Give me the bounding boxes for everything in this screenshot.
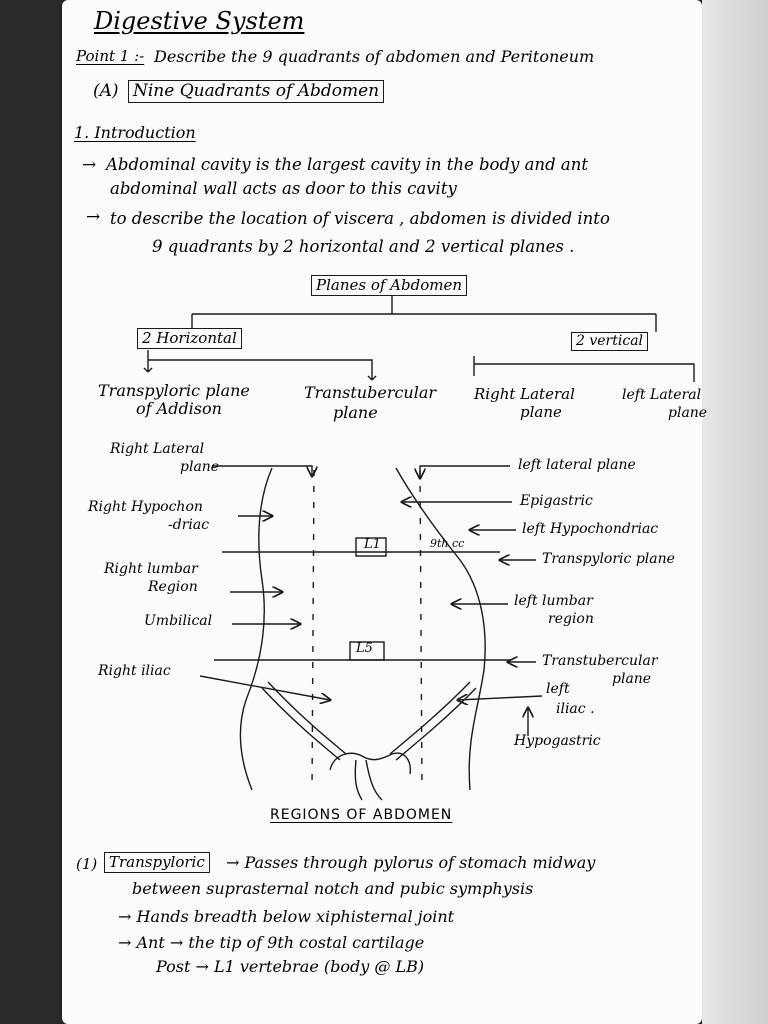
intro-bullet-2-arrow: → <box>86 207 101 227</box>
intro-bullet-1-arrow: → <box>82 155 97 175</box>
transpyloric-marker: (1) <box>76 855 98 873</box>
diagram-label-left-iliac-1: left <box>546 681 570 697</box>
diagram-label-right-hypochondriac-2: -driac <box>168 517 210 533</box>
page-edge-shadow <box>702 0 768 1024</box>
transpyloric-line-1: → Passes through pylorus of stomach midw… <box>226 853 596 872</box>
diagram-label-right-iliac: Right iliac <box>98 663 171 679</box>
tree-root: Planes of Abdomen <box>311 275 468 296</box>
transpyloric-term: Transpyloric <box>104 852 210 873</box>
diagram-label-left-lumbar-2: region <box>548 611 594 627</box>
tree-leaf-1-line-1: Transpyloric plane <box>98 381 250 400</box>
transpyloric-line-3: → Hands breadth below xiphisternal joint <box>118 907 455 926</box>
tree-leaf-4-line-2: plane <box>668 405 708 421</box>
diagram-label-transpyloric-plane: Transpyloric plane <box>542 551 675 567</box>
intro-heading: 1. Introduction <box>74 123 196 142</box>
intro-bullet-1-line-1: Abdominal cavity is the largest cavity i… <box>106 155 588 174</box>
vertebra-lower-label: L5 <box>356 641 373 656</box>
diagram-label-umbilical: Umbilical <box>144 613 213 629</box>
diagram-label-transtubercular-2: plane <box>612 671 652 687</box>
intro-bullet-2-line-2: 9 quadrants by 2 horizontal and 2 vertic… <box>152 237 575 256</box>
transpyloric-line-4: → Ant → the tip of 9th costal cartilage <box>118 933 425 952</box>
tree-horizontal-group: 2 Horizontal <box>137 328 242 349</box>
transpyloric-line-5: Post → L1 vertebrae (body @ LB) <box>156 957 425 976</box>
tree-leaf-2-line-2: plane <box>333 403 378 422</box>
diagram-label-left-iliac-2: iliac . <box>556 701 595 717</box>
diagram-label-right-lumbar-2: Region <box>148 579 198 595</box>
tree-leaf-2-line-1: Transtubercular <box>304 383 437 402</box>
diagram-label-epigastric: Epigastric <box>520 493 593 509</box>
diagram-label-right-lateral-plane-1: Right Lateral <box>110 441 205 457</box>
diagram-label-right-lateral-plane-2: plane <box>180 459 220 475</box>
diagram-label-transtubercular-1: Transtubercular <box>542 653 658 669</box>
rib-label: 9th cc <box>430 537 465 550</box>
diagram-label-left-lateral-plane: left lateral plane <box>518 457 636 473</box>
tree-leaf-4-line-1: left Lateral <box>622 387 702 403</box>
diagram-label-left-hypochondriac: left Hypochondriac <box>522 521 659 537</box>
tree-vertical-group: 2 vertical <box>571 332 649 352</box>
vertebra-upper-label: L1 <box>364 537 381 552</box>
diagram-label-right-lumbar-1: Right lumbar <box>104 561 198 577</box>
tree-leaf-1-line-2: of Addison <box>136 399 222 418</box>
transpyloric-line-2: between suprasternal notch and pubic sym… <box>132 879 534 898</box>
diagram-label-left-lumbar-1: left lumbar <box>514 593 593 609</box>
notebook-page <box>62 0 702 1024</box>
diagram-label-right-hypochondriac-1: Right Hypochon <box>88 499 203 515</box>
section-a-heading: Nine Quadrants of Abdomen <box>128 80 385 103</box>
tree-leaf-3-line-2: plane <box>520 403 562 421</box>
diagram-label-hypogastric: Hypogastric <box>514 733 601 749</box>
tree-leaf-3-line-1: Right Lateral <box>474 385 575 403</box>
section-a-marker: (A) <box>93 81 119 101</box>
page-title: Digestive System <box>94 7 305 35</box>
intro-bullet-1-line-2: abdominal wall acts as door to this cavi… <box>110 179 457 198</box>
intro-bullet-2-line-1: to describe the location of viscera , ab… <box>110 209 610 228</box>
point-text: Describe the 9 quadrants of abdomen and … <box>154 47 595 66</box>
point-label: Point 1 :- <box>76 47 145 65</box>
diagram-caption: REGIONS OF ABDOMEN <box>270 807 453 823</box>
